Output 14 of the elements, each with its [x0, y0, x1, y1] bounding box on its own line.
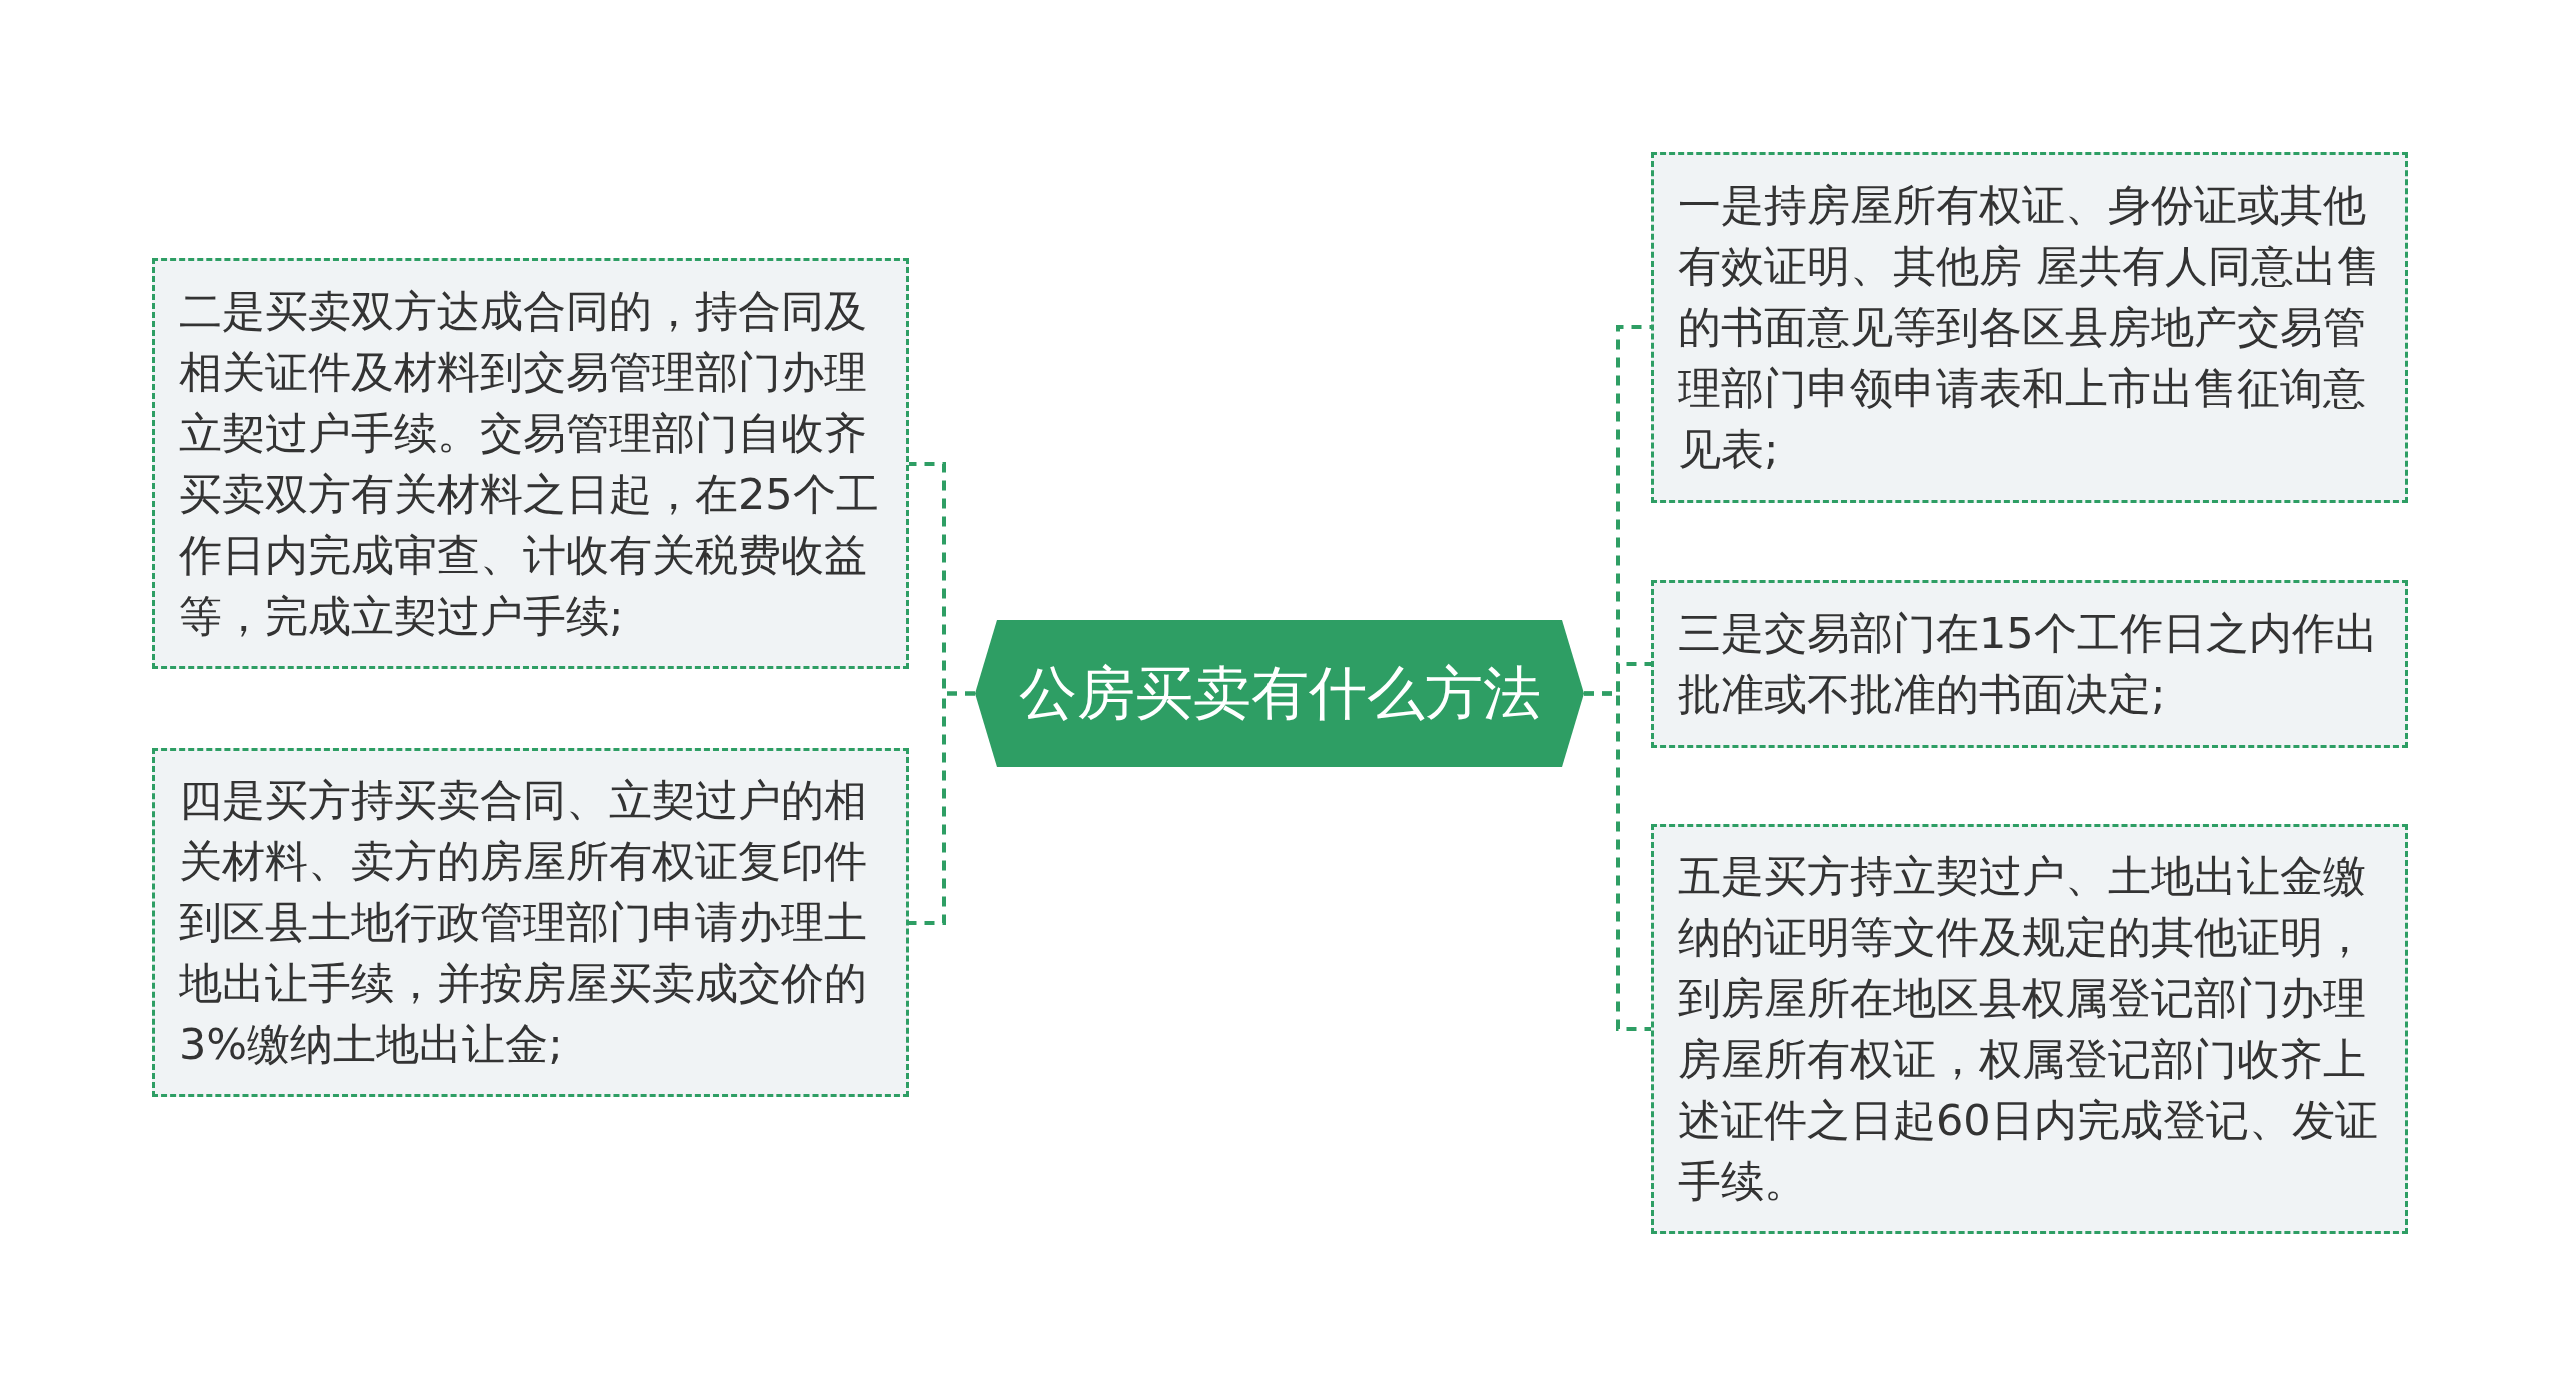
step-text: 四是买方持买卖合同、立契过户的相关材料、卖方的房屋所有权证复印件到区县土地行政管理部门申请办理土地出让手续，并按房屋买卖成交价的3%缴纳土地出让金;	[179, 774, 868, 1071]
connector-line	[1584, 691, 1651, 1031]
connector-line	[909, 691, 975, 925]
text-box	[1651, 152, 2408, 503]
text-box	[1651, 580, 2408, 748]
step-text: 三是交易部门在15个工作日之内作出批准或不批准的书面决定;	[1678, 607, 2379, 721]
text-box	[152, 748, 909, 1097]
text-box	[1651, 824, 2408, 1234]
step-text: 一是持房屋所有权证、身份证或其他有效证明、其他房 屋共有人同意出售的书面意见等到各区县房地产交易管理部门申领申请表和上市出售征询意见表;	[1678, 179, 2381, 476]
topic-title: 公房买卖有什么方法	[1018, 657, 1541, 729]
step-text: 二是买卖双方达成合同的，持合同及相关证件及材料到交易管理部门办理立契过户手续。交易管理部门自收齐买卖双方有关材料之日起，在25个工作日内完成审查、计收有关税费收益等，完成立契过户手续;	[179, 284, 880, 643]
step-text: 五是买方持立契过户、土地出让金缴纳的证明等文件及规定的其他证明，到房屋所在地区县权属登记部门办理房屋所有权证，权属登记部门收齐上述证件之日起60日内完成登记、发证手续。	[1678, 850, 2379, 1208]
topic-hexagon	[975, 620, 1584, 767]
text-box	[152, 258, 909, 669]
